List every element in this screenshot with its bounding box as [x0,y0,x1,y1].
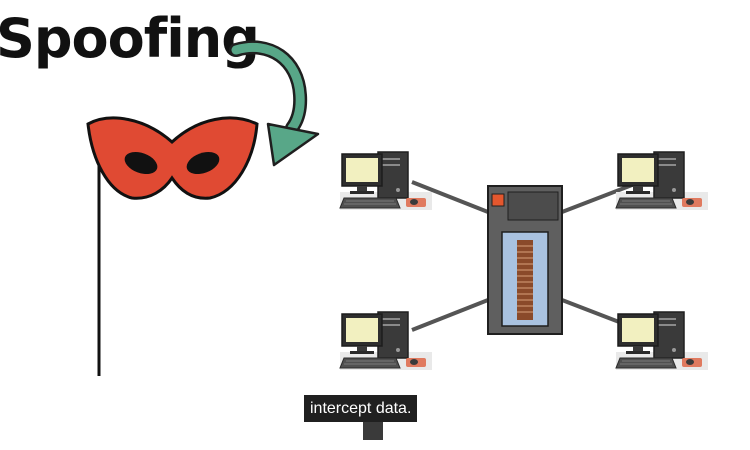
computer-icon [339,151,433,211]
slide-title: Spoofing [0,7,260,70]
mask-icon [86,116,259,200]
computer-icon [615,151,709,211]
curved-arrow-icon [229,40,320,167]
subtitle-caption: intercept data. [304,395,418,422]
caption-marker [363,422,383,440]
server-icon [487,185,563,335]
computer-icon [339,311,433,371]
computer-icon [615,311,709,371]
